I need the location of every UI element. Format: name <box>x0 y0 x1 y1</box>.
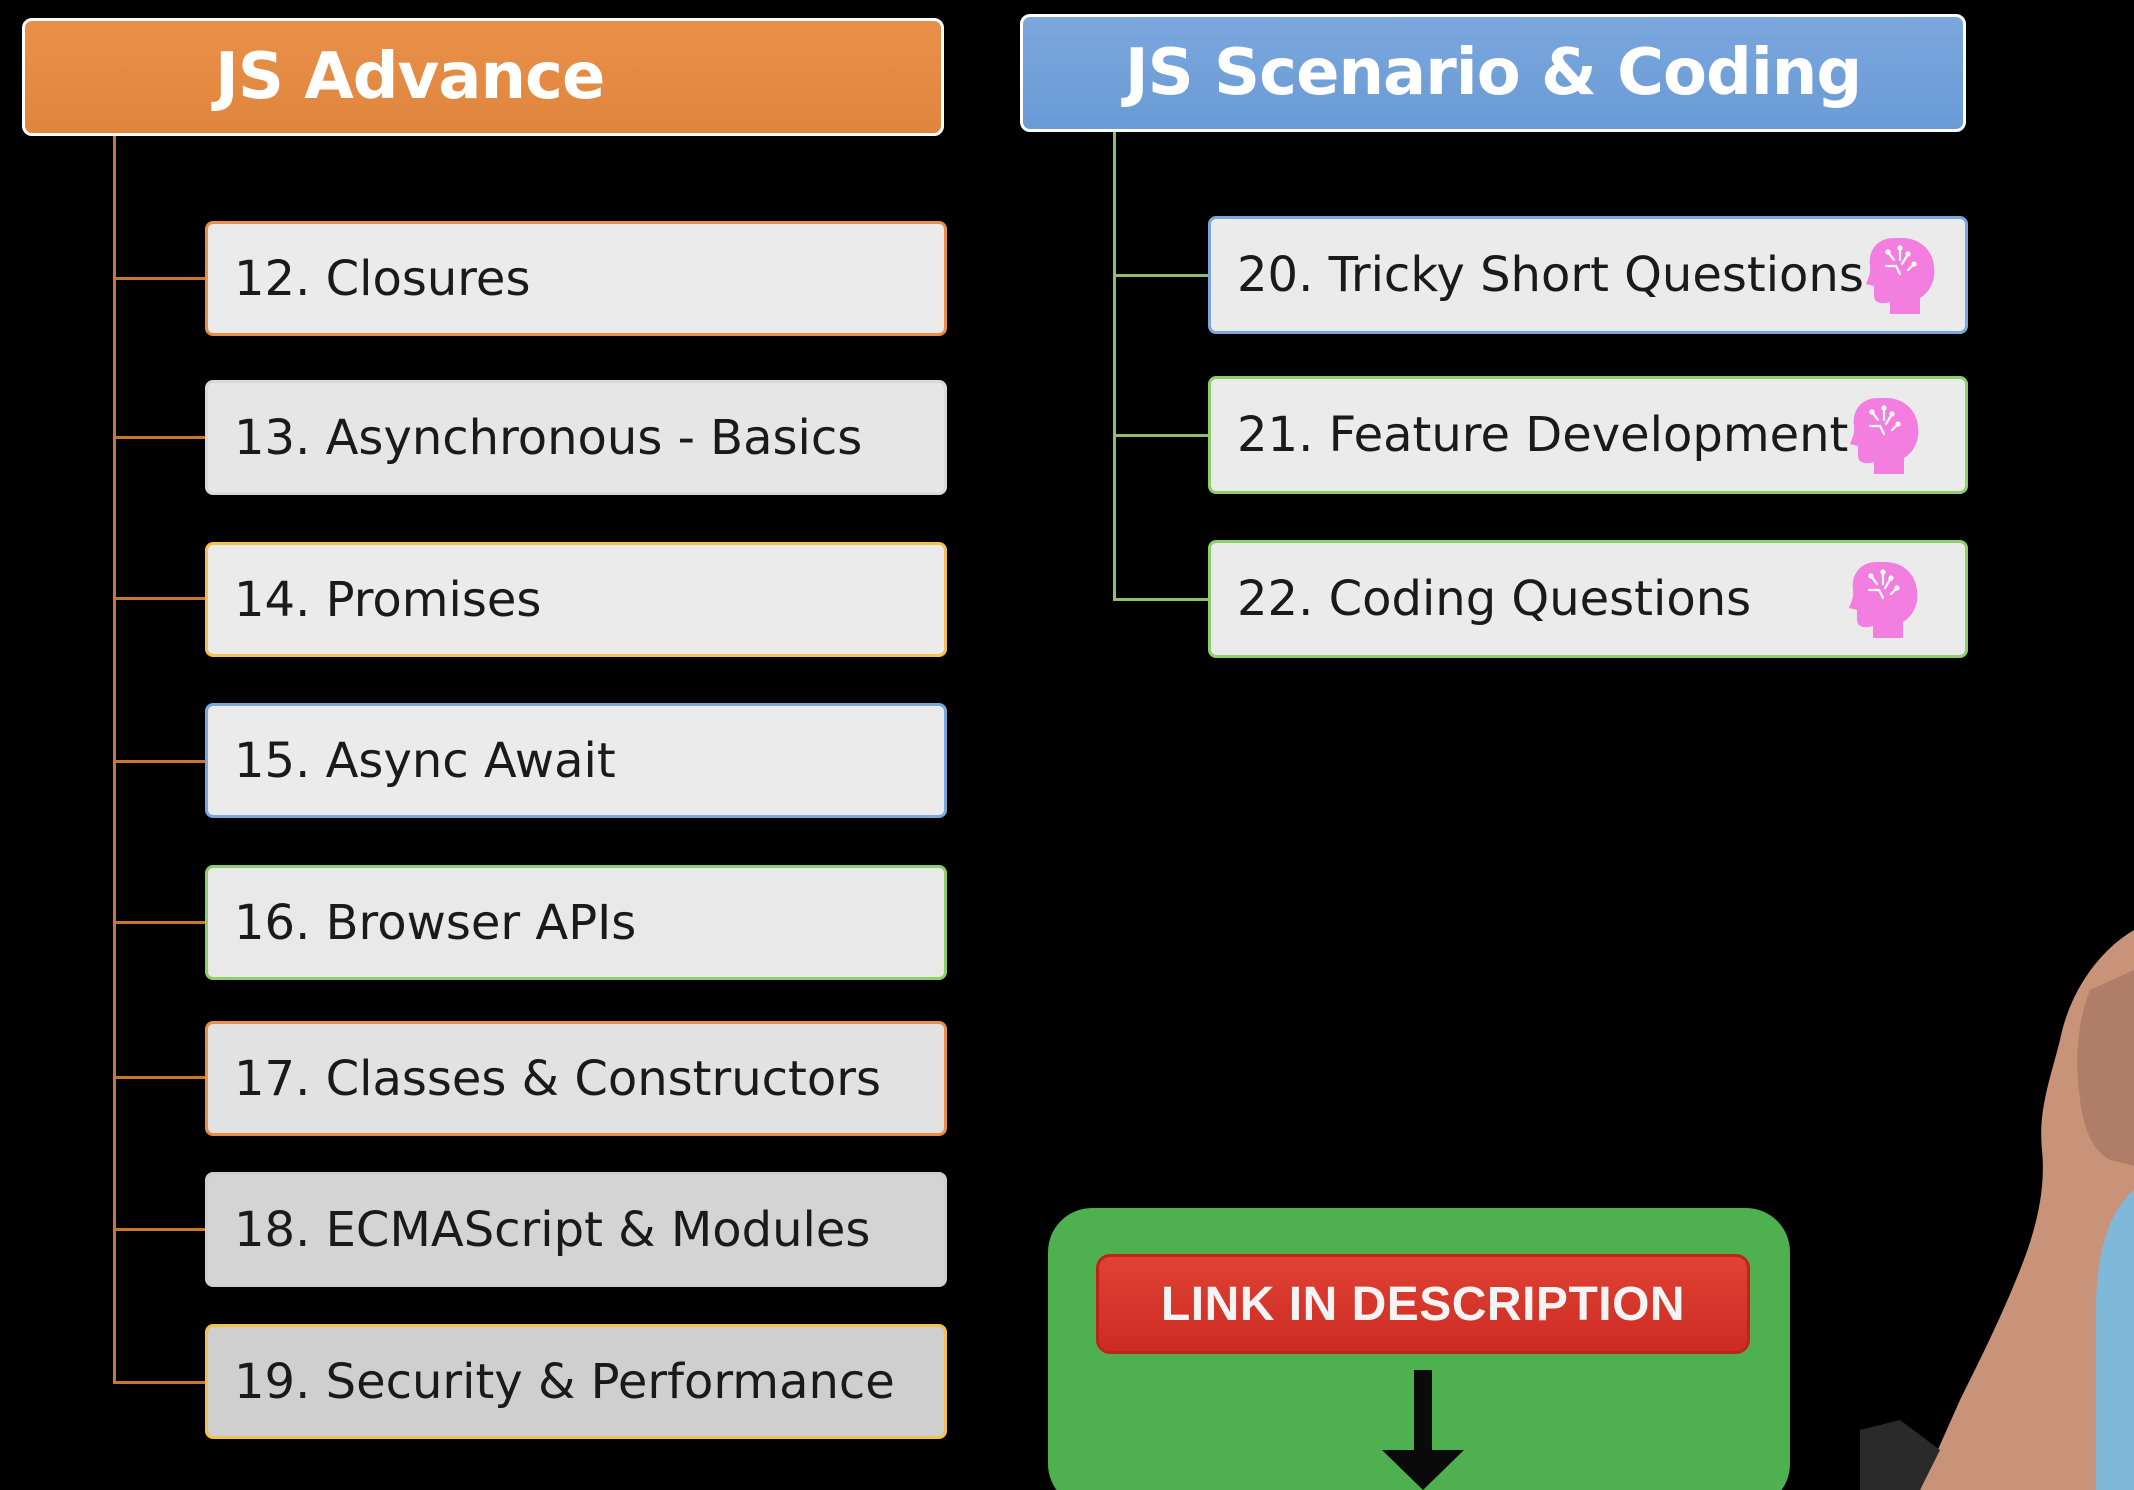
link-in-description-label: LINK IN DESCRIPTION <box>1160 1277 1686 1331</box>
js-scenario-header-label: JS Scenario & Coding <box>1124 36 1862 110</box>
advance-branch-connector <box>113 436 206 439</box>
advance-branch-connector <box>113 1381 206 1384</box>
topic-label: 12. Closures <box>234 250 531 307</box>
advance-branch-connector <box>113 277 206 280</box>
advance-branch-connector <box>113 1228 206 1231</box>
topic-label: 13. Asynchronous - Basics <box>234 409 863 466</box>
topic-label: 14. Promises <box>234 571 542 628</box>
scenario-branch-connector <box>1113 434 1210 437</box>
advance-branch-connector <box>113 1076 206 1079</box>
brain-head-icon <box>1850 398 1919 474</box>
topic-asynchronous-basics: 13. Asynchronous - Basics <box>205 380 947 495</box>
topic-label: 21. Feature Development <box>1237 407 1849 463</box>
js-advance-header-label: JS Advance <box>215 40 605 114</box>
presenter-hand-image <box>1860 930 2134 1490</box>
topic-tricky-short-questions: 20. Tricky Short Questions <box>1208 216 1968 334</box>
topic-label: 15. Async Await <box>234 732 616 789</box>
brain-head-icon <box>1865 238 1935 314</box>
scenario-tree-trunk <box>1113 132 1116 600</box>
brain-head-icon <box>1849 562 1918 638</box>
scenario-branch-connector <box>1113 598 1210 601</box>
js-advance-header: JS Advance <box>22 18 944 136</box>
topic-browser-apis: 16. Browser APIs <box>205 865 947 980</box>
topic-label: 20. Tricky Short Questions <box>1237 247 1864 303</box>
topic-classes-constructors: 17. Classes & Constructors <box>205 1021 947 1136</box>
topic-ecmascript-modules: 18. ECMAScript & Modules <box>205 1172 947 1287</box>
advance-branch-connector <box>113 597 206 600</box>
topic-label: 16. Browser APIs <box>234 894 637 951</box>
topic-label: 19. Security & Performance <box>234 1353 895 1410</box>
topic-promises: 14. Promises <box>205 542 947 657</box>
topic-async-await: 15. Async Await <box>205 703 947 818</box>
js-scenario-header: JS Scenario & Coding <box>1020 14 1966 132</box>
topic-label: 22. Coding Questions <box>1237 571 1752 627</box>
topic-label: 18. ECMAScript & Modules <box>234 1201 871 1258</box>
topic-feature-development: 21. Feature Development <box>1208 376 1968 494</box>
scenario-branch-connector <box>1113 274 1210 277</box>
topic-coding-questions: 22. Coding Questions <box>1208 540 1968 658</box>
advance-branch-connector <box>113 760 206 763</box>
link-in-description-button[interactable]: LINK IN DESCRIPTION <box>1096 1254 1750 1354</box>
topic-closures: 12. Closures <box>205 221 947 336</box>
advance-branch-connector <box>113 921 206 924</box>
topic-label: 17. Classes & Constructors <box>234 1050 881 1107</box>
arrow-down-icon <box>1382 1370 1464 1490</box>
topic-security-performance: 19. Security & Performance <box>205 1324 947 1439</box>
